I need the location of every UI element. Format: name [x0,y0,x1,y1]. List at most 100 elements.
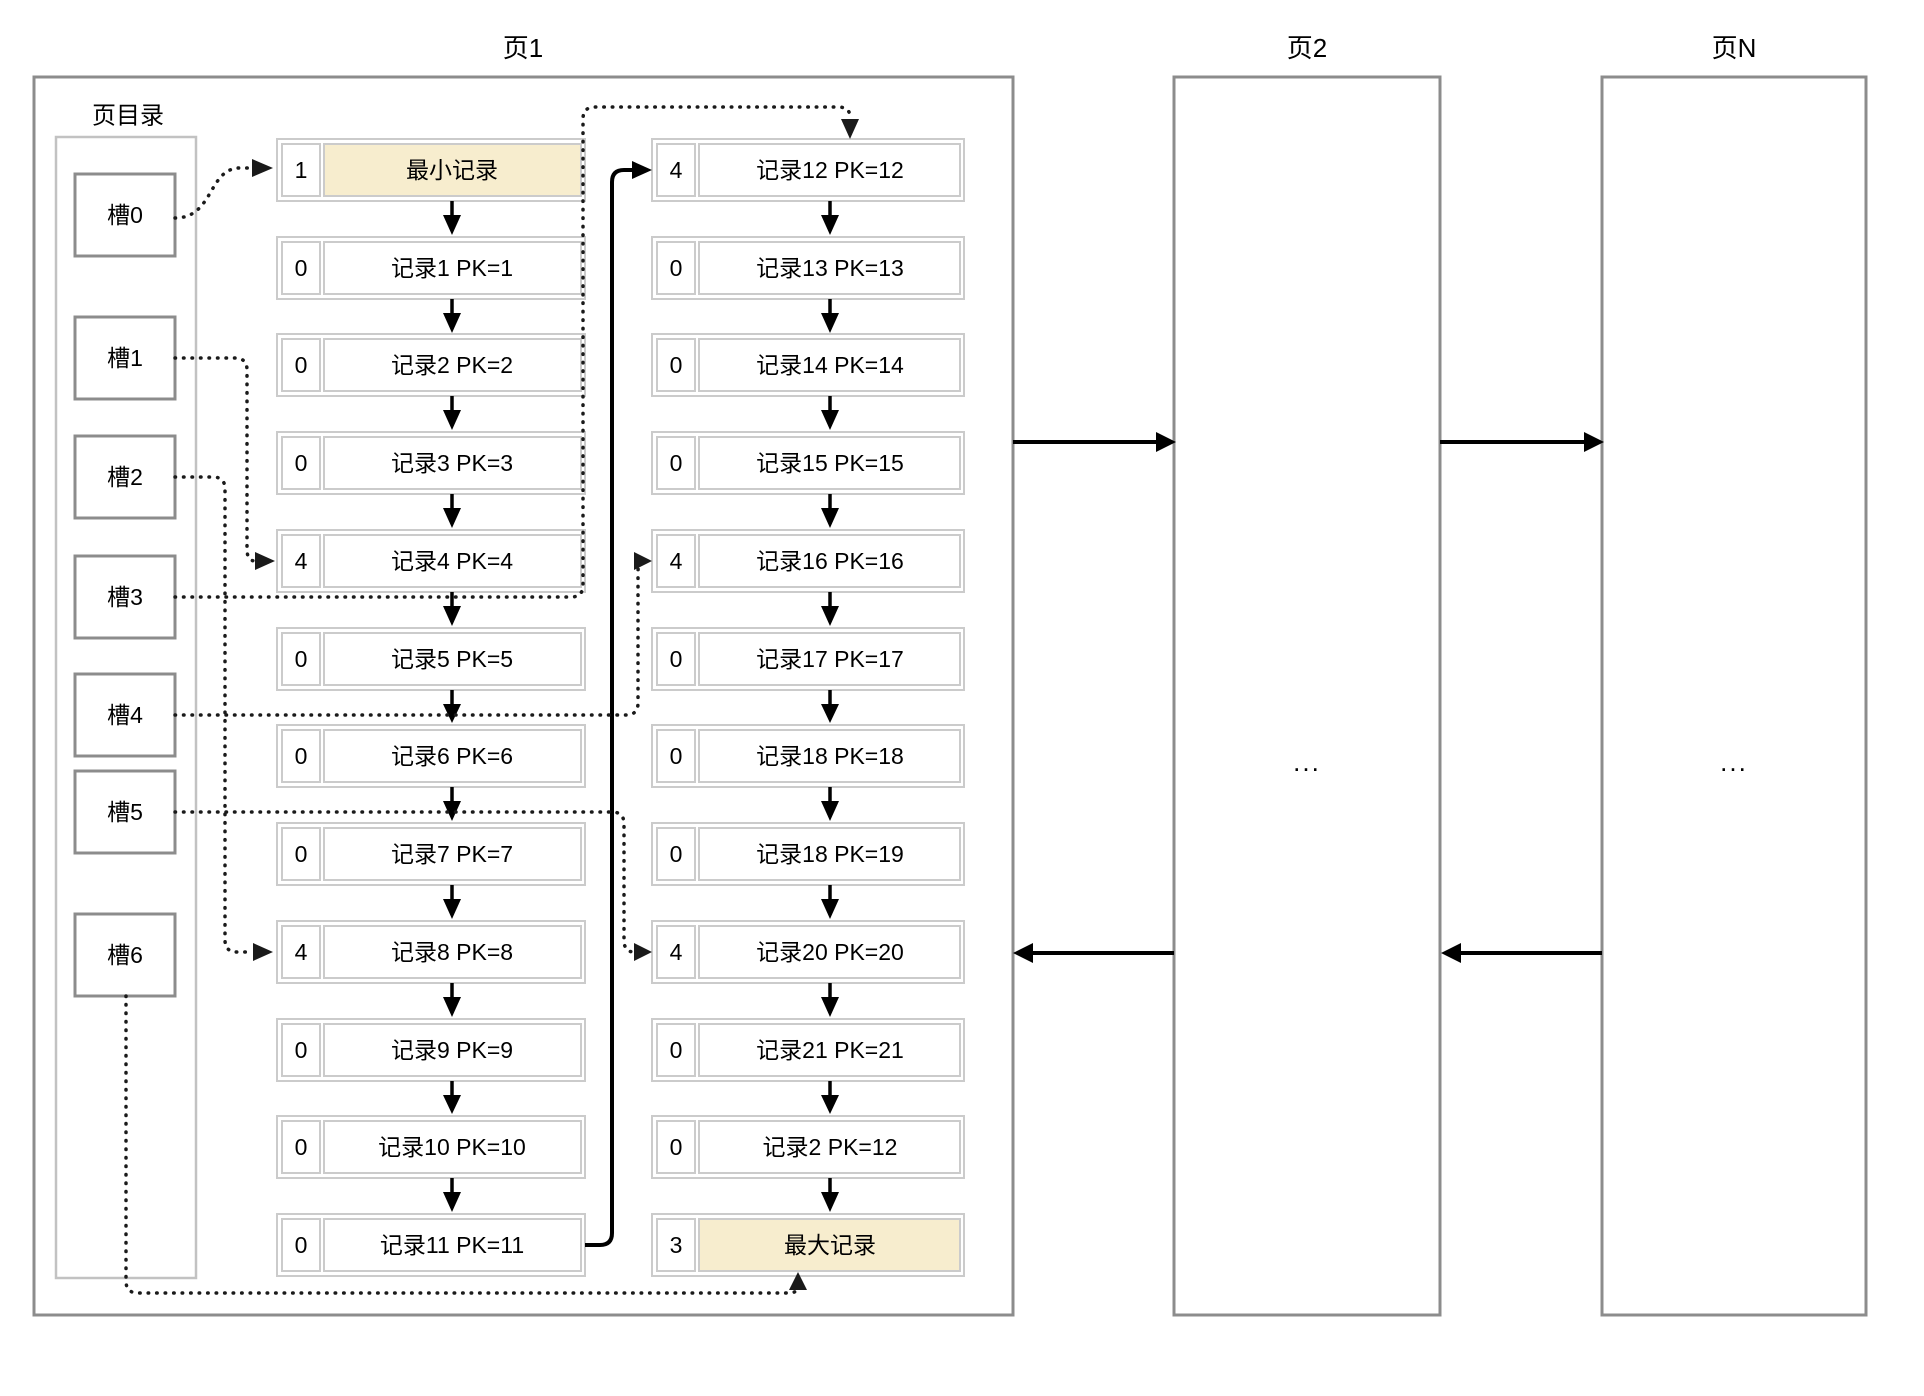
svg-text:槽1: 槽1 [107,345,143,371]
record-flag: 0 [295,255,308,281]
next-record-arrow [443,787,461,821]
record-label: 记录2 PK=2 [391,352,513,378]
record-label: 记录16 PK=16 [756,548,904,574]
record-row-left-0: 1 最小记录 [276,138,586,202]
record-row-left-3: 0 记录3 PK=3 [276,431,586,495]
record-label: 记录18 PK=19 [756,841,904,867]
record-row-left-8: 4 记录8 PK=8 [276,920,586,984]
record-flag: 0 [670,255,683,281]
next-record-arrow [821,396,839,430]
slot-2: 槽2 [73,434,177,520]
record-label: 记录21 PK=21 [756,1037,904,1063]
svg-text:槽6: 槽6 [107,942,143,968]
next-record-arrow [821,1178,839,1212]
record-row-right-11: 3 最大记录 [651,1213,965,1277]
record-row-right-0: 4 记录12 PK=12 [651,138,965,202]
svg-text:槽5: 槽5 [107,799,143,825]
next-record-arrow [821,494,839,528]
record-label: 记录14 PK=14 [756,352,904,378]
record-label: 记录1 PK=1 [391,255,513,281]
record-label: 记录12 PK=12 [756,157,904,183]
record-label: 最小记录 [406,157,498,183]
record-row-right-1: 0 记录13 PK=13 [651,236,965,300]
record-flag: 0 [295,352,308,378]
pageN-box [1600,75,1868,1317]
slot-3: 槽3 [73,554,177,640]
page1-title: 页1 [503,33,543,63]
slot-6: 槽6 [73,912,177,998]
record-label: 记录2 PK=12 [763,1134,898,1160]
page2-title: 页2 [1287,33,1327,63]
record-row-right-3: 0 记录15 PK=15 [651,431,965,495]
record-flag: 0 [670,1037,683,1063]
pageN-prev-page-arrow [1441,943,1602,963]
next-record-arrow [821,1081,839,1114]
record-label: 记录13 PK=13 [756,255,904,281]
record-row-right-4: 4 记录16 PK=16 [651,529,965,593]
next-record-arrow [821,201,839,235]
svg-text:槽2: 槽2 [107,464,143,490]
slot2-pointer-dotted-arrow [173,475,273,961]
record-label: 记录8 PK=8 [391,939,513,965]
svg-text:槽3: 槽3 [107,584,143,610]
record-flag: 0 [295,1134,308,1160]
next-record-arrow [821,690,839,723]
slot5-pointer-dotted-arrow [173,810,652,961]
next-record-arrow [443,396,461,430]
next-record-arrow [443,494,461,528]
record-flag: 0 [670,450,683,476]
record-flag: 0 [295,1037,308,1063]
next-record-arrow [821,299,839,333]
slot6-pointer-dotted-arrow [124,994,807,1295]
record-label: 记录3 PK=3 [391,450,513,476]
slot0-pointer-dotted-arrow [173,159,273,220]
record-label: 记录11 PK=11 [380,1232,524,1258]
record-flag: 4 [670,548,683,574]
record-label: 记录10 PK=10 [378,1134,526,1160]
record-flag: 0 [295,450,308,476]
record-flag: 0 [670,1134,683,1160]
next-record-arrow [443,1178,461,1212]
record-label: 最大记录 [784,1232,876,1258]
slot-5: 槽5 [73,769,177,855]
slot-1: 槽1 [73,315,177,401]
svg-text:槽0: 槽0 [107,202,143,228]
record-label: 记录15 PK=15 [756,450,904,476]
page-directory-label: 页目录 [92,103,164,130]
record-flag: 4 [295,939,308,965]
record-row-left-2: 0 记录2 PK=2 [276,333,586,397]
next-record-arrow [443,885,461,919]
page2-box [1172,75,1442,1317]
record-flag: 4 [670,157,683,183]
next-record-arrow [443,983,461,1017]
pageN-content-ellipsis: ... [1720,747,1748,777]
next-record-arrow [443,690,461,723]
record-row-left-4: 4 记录4 PK=4 [276,529,586,593]
record-flag: 0 [295,646,308,672]
record-flag: 0 [670,352,683,378]
next-record-arrow [443,299,461,333]
record-flag: 0 [670,646,683,672]
record-row-left-10: 0 记录10 PK=10 [276,1115,586,1179]
pageN-title: 页N [1712,33,1757,63]
page2-next-page-arrow [1440,432,1604,452]
record-label: 记录7 PK=7 [391,841,513,867]
next-record-arrow [821,983,839,1017]
record-flag: 0 [295,743,308,769]
slot1-pointer-dotted-arrow [173,356,275,570]
next-record-arrow [821,787,839,821]
slot-4: 槽4 [73,672,177,758]
slot3-pointer-dotted-arrow [173,105,859,599]
record11-to-record12-connector [585,161,652,1247]
record-row-right-2: 0 记录14 PK=14 [651,333,965,397]
record-flag: 3 [670,1232,683,1258]
slot-0: 槽0 [73,172,177,258]
record-label: 记录4 PK=4 [391,548,513,574]
record-flag: 4 [295,548,308,574]
record-flag: 1 [295,157,308,183]
record-flag: 0 [670,841,683,867]
slot4-pointer-dotted-arrow [173,552,652,717]
